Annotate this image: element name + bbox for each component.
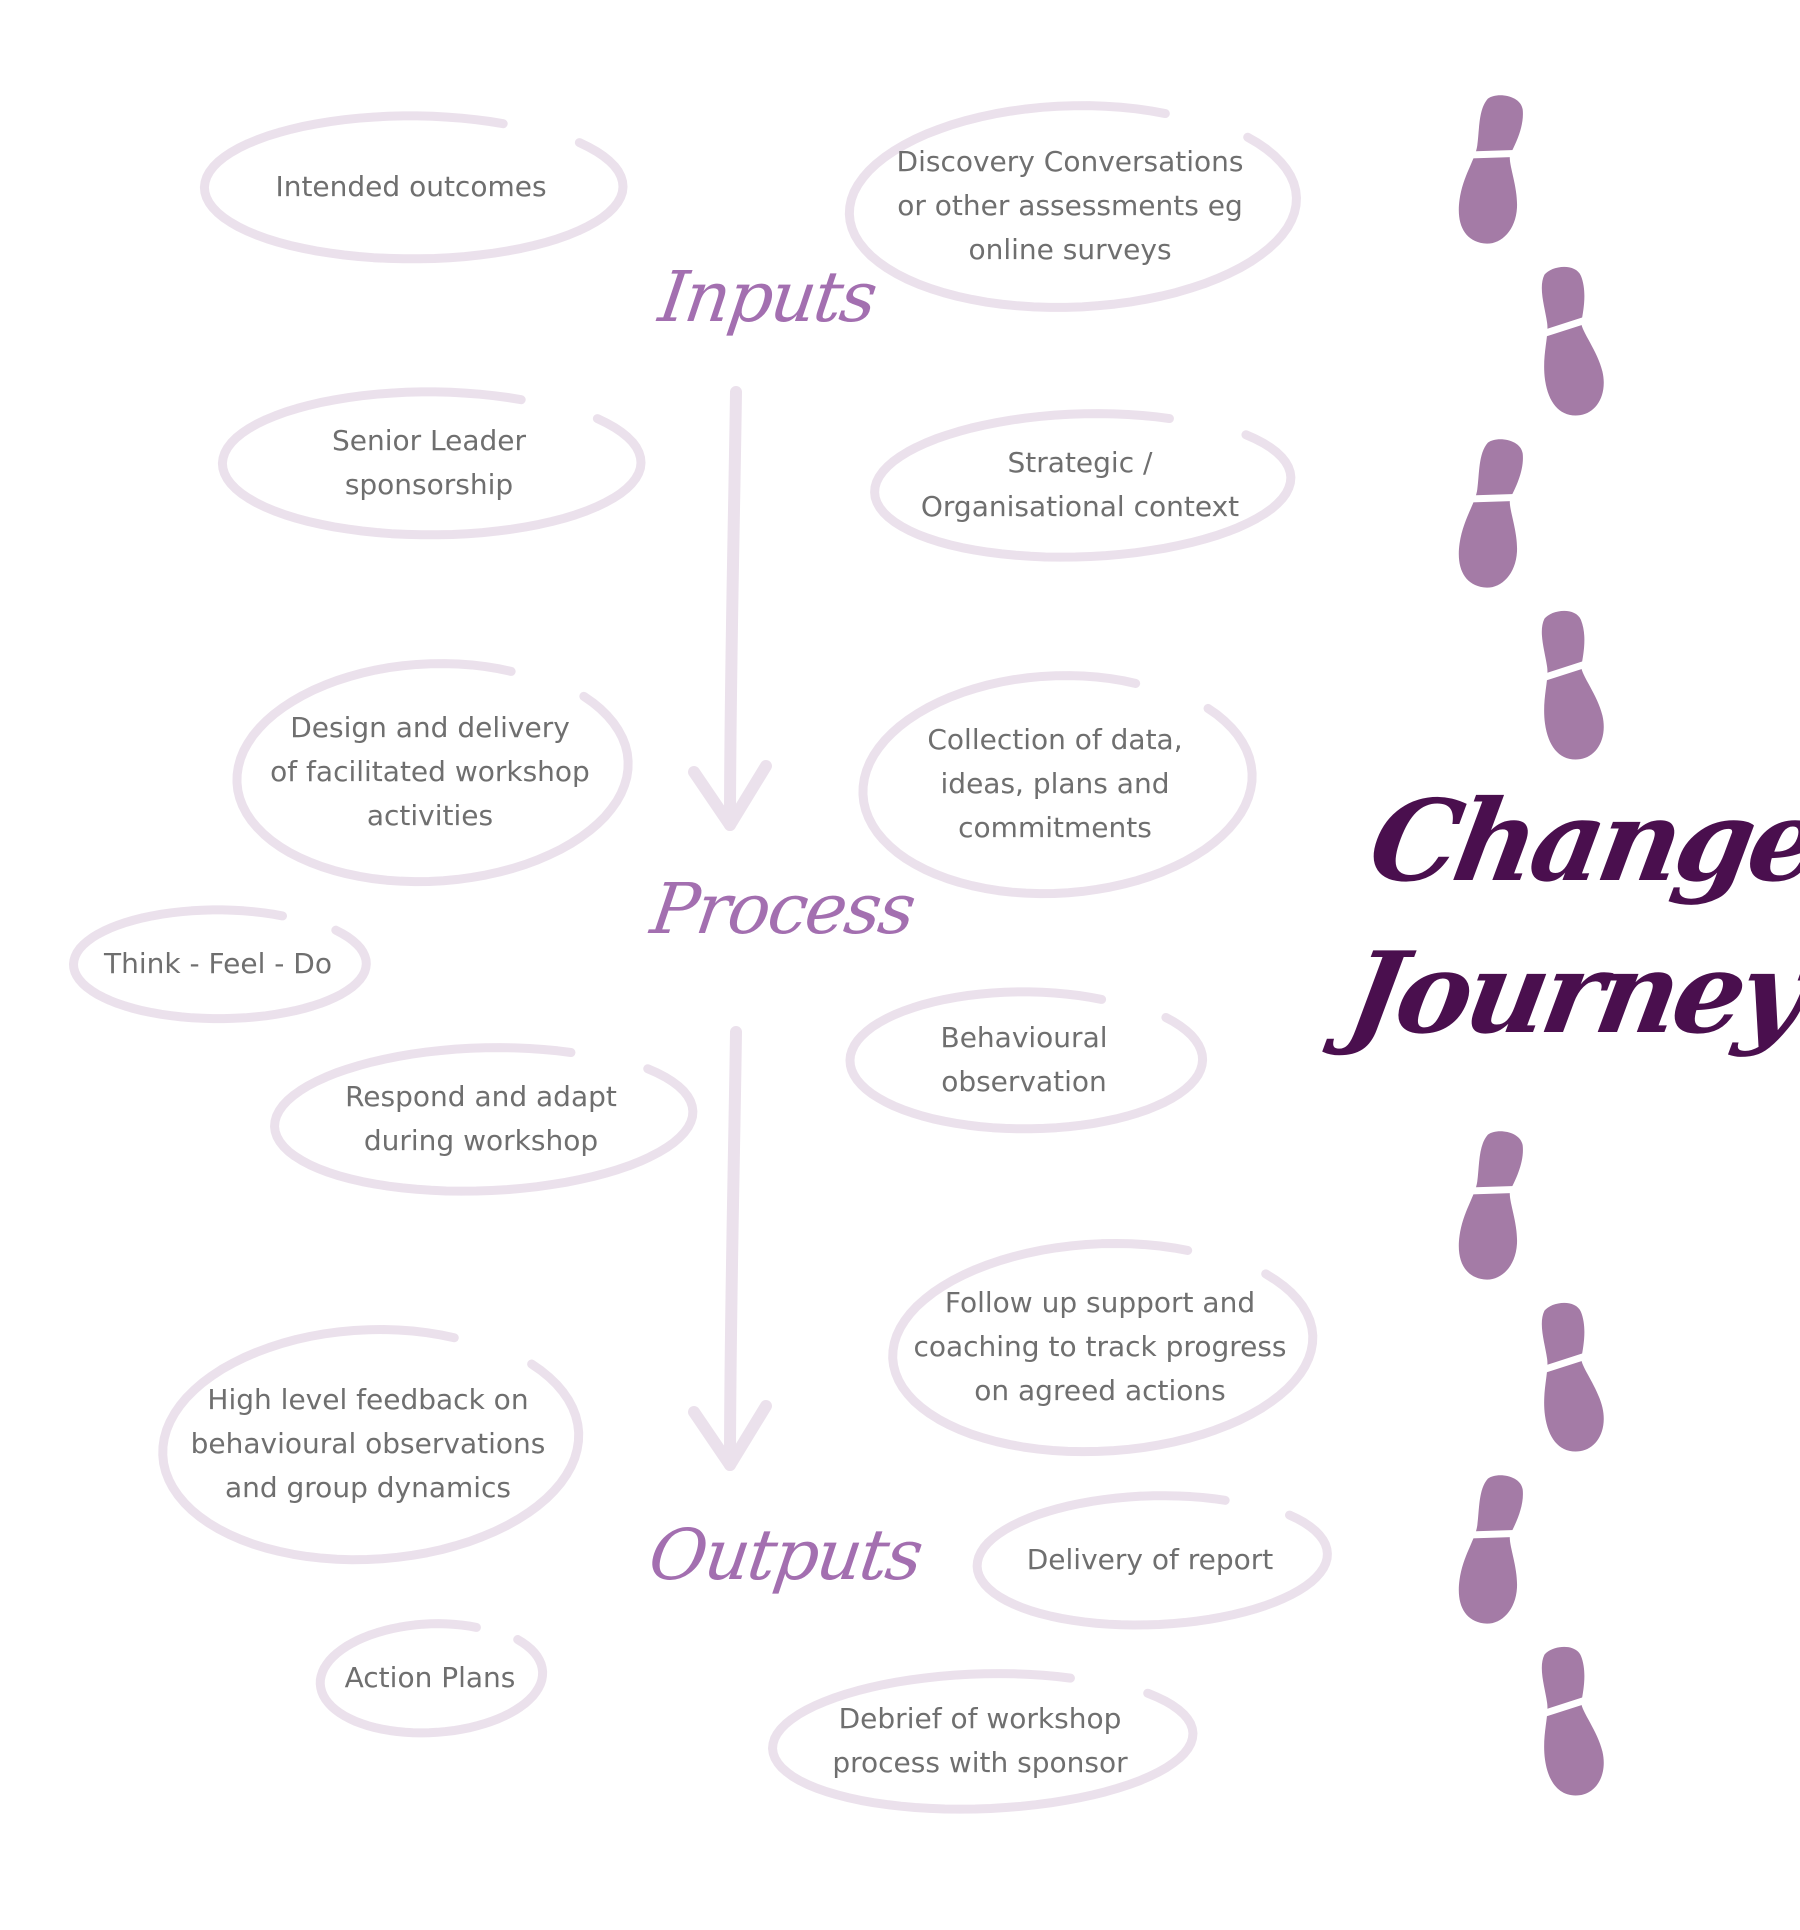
title-change: Change	[1360, 776, 1800, 907]
footprint-icon	[1458, 1472, 1528, 1632]
footprint-shape	[1458, 439, 1523, 588]
footprint-shape	[1541, 610, 1604, 760]
oval-outline	[845, 987, 1208, 1134]
node-senior-leader-sponsorship: Senior Leader sponsorship	[217, 384, 646, 542]
node-label: Design and delivery of facilitated works…	[270, 711, 590, 832]
oval-outline	[217, 387, 646, 540]
node-strategic-context: Strategic / Organisational context	[870, 406, 1296, 564]
oval-outline	[768, 1669, 1198, 1814]
stage-label-inputs: Inputs	[654, 256, 881, 338]
oval-outline	[158, 1325, 584, 1565]
footprint-shape	[1541, 1646, 1604, 1796]
stage-label-process: Process	[646, 868, 919, 950]
stage-label-outputs: Outputs	[644, 1514, 927, 1596]
footprint-icon	[1534, 1644, 1604, 1804]
node-label: Intended outcomes	[275, 170, 547, 203]
node-discovery-conversations: Discovery Conversations or other assessm…	[844, 98, 1301, 314]
oval-outline	[315, 1619, 548, 1738]
node-label: Action Plans	[344, 1661, 516, 1694]
node-high-level-feedback: High level feedback on behavioural obser…	[158, 1322, 584, 1566]
footprint-shape	[1541, 1302, 1604, 1452]
node-behavioural-observation: Behavioural observation	[845, 984, 1208, 1136]
node-label: Think - Feel - Do	[104, 947, 332, 980]
flow-arrow-inputs-to-process	[688, 386, 772, 831]
node-design-delivery: Design and delivery of facilitated works…	[232, 656, 633, 888]
oval-outline	[270, 1043, 698, 1196]
oval-outline	[232, 659, 633, 887]
node-intended-outcomes: Intended outcomes	[199, 108, 628, 266]
footprint-icon	[1534, 608, 1604, 768]
node-delivery-of-report: Delivery of report	[972, 1488, 1332, 1632]
footprint-shape	[1458, 1131, 1523, 1280]
node-label: Discovery Conversations or other assessm…	[896, 145, 1244, 266]
node-label: Collection of data, ideas, plans and com…	[927, 723, 1183, 844]
oval-outline	[858, 671, 1257, 899]
node-debrief-workshop: Debrief of workshop process with sponsor	[768, 1666, 1198, 1816]
node-respond-adapt: Respond and adapt during workshop	[270, 1040, 698, 1198]
node-follow-up-support: Follow up support and coaching to track …	[888, 1236, 1318, 1458]
footprint-shape	[1458, 1475, 1523, 1624]
node-label: Follow up support and coaching to track …	[913, 1286, 1287, 1407]
oval-outline	[972, 1491, 1332, 1630]
footprint-icon	[1534, 264, 1604, 424]
node-action-plans: Action Plans	[314, 1616, 548, 1740]
footprint-icon	[1458, 1128, 1528, 1288]
flow-arrow-process-to-outputs	[688, 1026, 772, 1471]
footprint-icon	[1534, 1300, 1604, 1460]
node-think-feel-do: Think - Feel - Do	[68, 902, 371, 1026]
footprint-icon	[1458, 92, 1528, 252]
footprint-shape	[1458, 95, 1523, 244]
node-label: Senior Leader sponsorship	[331, 424, 527, 501]
title-journey: Journey	[1338, 928, 1800, 1059]
node-collection-of-data: Collection of data, ideas, plans and com…	[858, 668, 1257, 900]
node-label: Debrief of workshop process with sponsor	[832, 1702, 1128, 1779]
oval-outline	[844, 101, 1301, 312]
oval-outline	[870, 409, 1296, 562]
oval-outline	[199, 111, 628, 264]
node-label: Strategic / Organisational context	[920, 446, 1240, 523]
node-label: High level feedback on behavioural obser…	[190, 1383, 546, 1504]
node-label: Behavioural observation	[940, 1021, 1108, 1098]
node-label: Delivery of report	[1026, 1543, 1274, 1576]
oval-outline	[888, 1239, 1318, 1457]
footprint-shape	[1541, 266, 1604, 416]
node-label: Respond and adapt during workshop	[345, 1080, 617, 1157]
footprint-icon	[1458, 436, 1528, 596]
oval-outline	[69, 905, 371, 1024]
